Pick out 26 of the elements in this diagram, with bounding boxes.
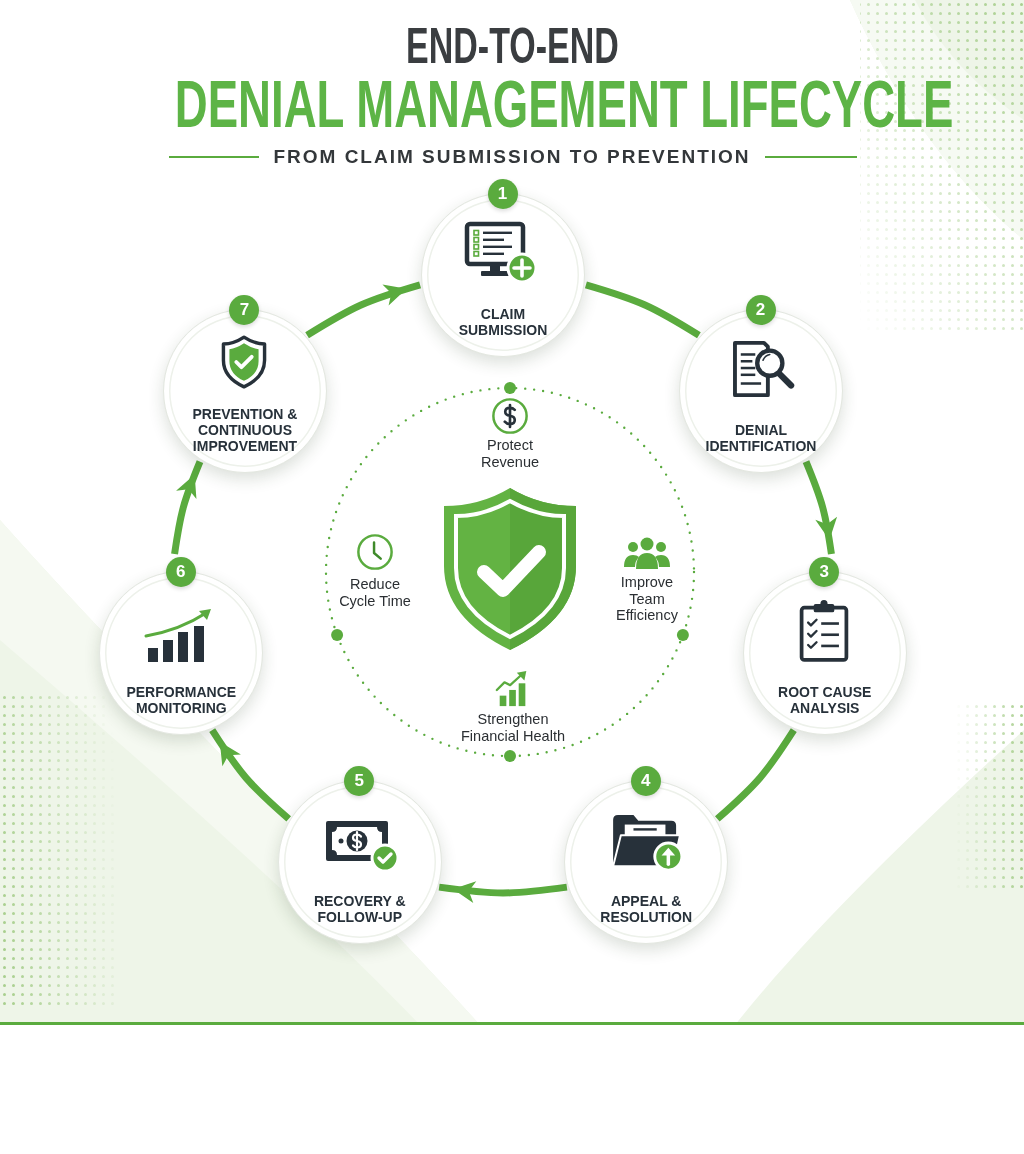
benefit-label: Protect Revenue [479, 437, 540, 470]
step-label: ROOT CAUSE ANALYSIS [777, 683, 873, 716]
step-label: APPEAL & RESOLUTION [599, 893, 694, 926]
step-number: 7 [229, 295, 260, 326]
benefit-label: Improve Team Efficiency [615, 574, 679, 624]
connector-line [584, 281, 701, 339]
step-label: CLAIM SUBMISSION [457, 306, 549, 338]
arrow [305, 281, 422, 339]
arrow [209, 728, 292, 822]
subtitle: FROM CLAIM SUBMISSION TO PREVENTION [273, 147, 751, 166]
arrow [438, 881, 568, 903]
step-number: 1 [487, 179, 518, 209]
arrow [802, 460, 837, 555]
step-number: 4 [630, 766, 661, 797]
title: DENIAL MANAGEMENT LIFECYCLE [174, 71, 954, 137]
step-label: PREVENTION & CONTINUOUS IMPROVEMENT [191, 406, 299, 455]
step-number: 5 [344, 766, 375, 797]
step-label: PERFORMANCE MONITORING [125, 683, 238, 716]
arrow [171, 460, 204, 555]
benefit-label: Strengthen Financial Health [460, 711, 566, 744]
step-label: DENIAL IDENTIFICATION [704, 422, 818, 455]
step-number: 2 [745, 295, 776, 326]
title-overline: END-TO-END [405, 21, 619, 71]
benefit-label: Reduce Cycle Time [338, 576, 412, 609]
step-label: RECOVERY & FOLLOW-UP [312, 893, 407, 926]
connector-line [714, 728, 797, 822]
